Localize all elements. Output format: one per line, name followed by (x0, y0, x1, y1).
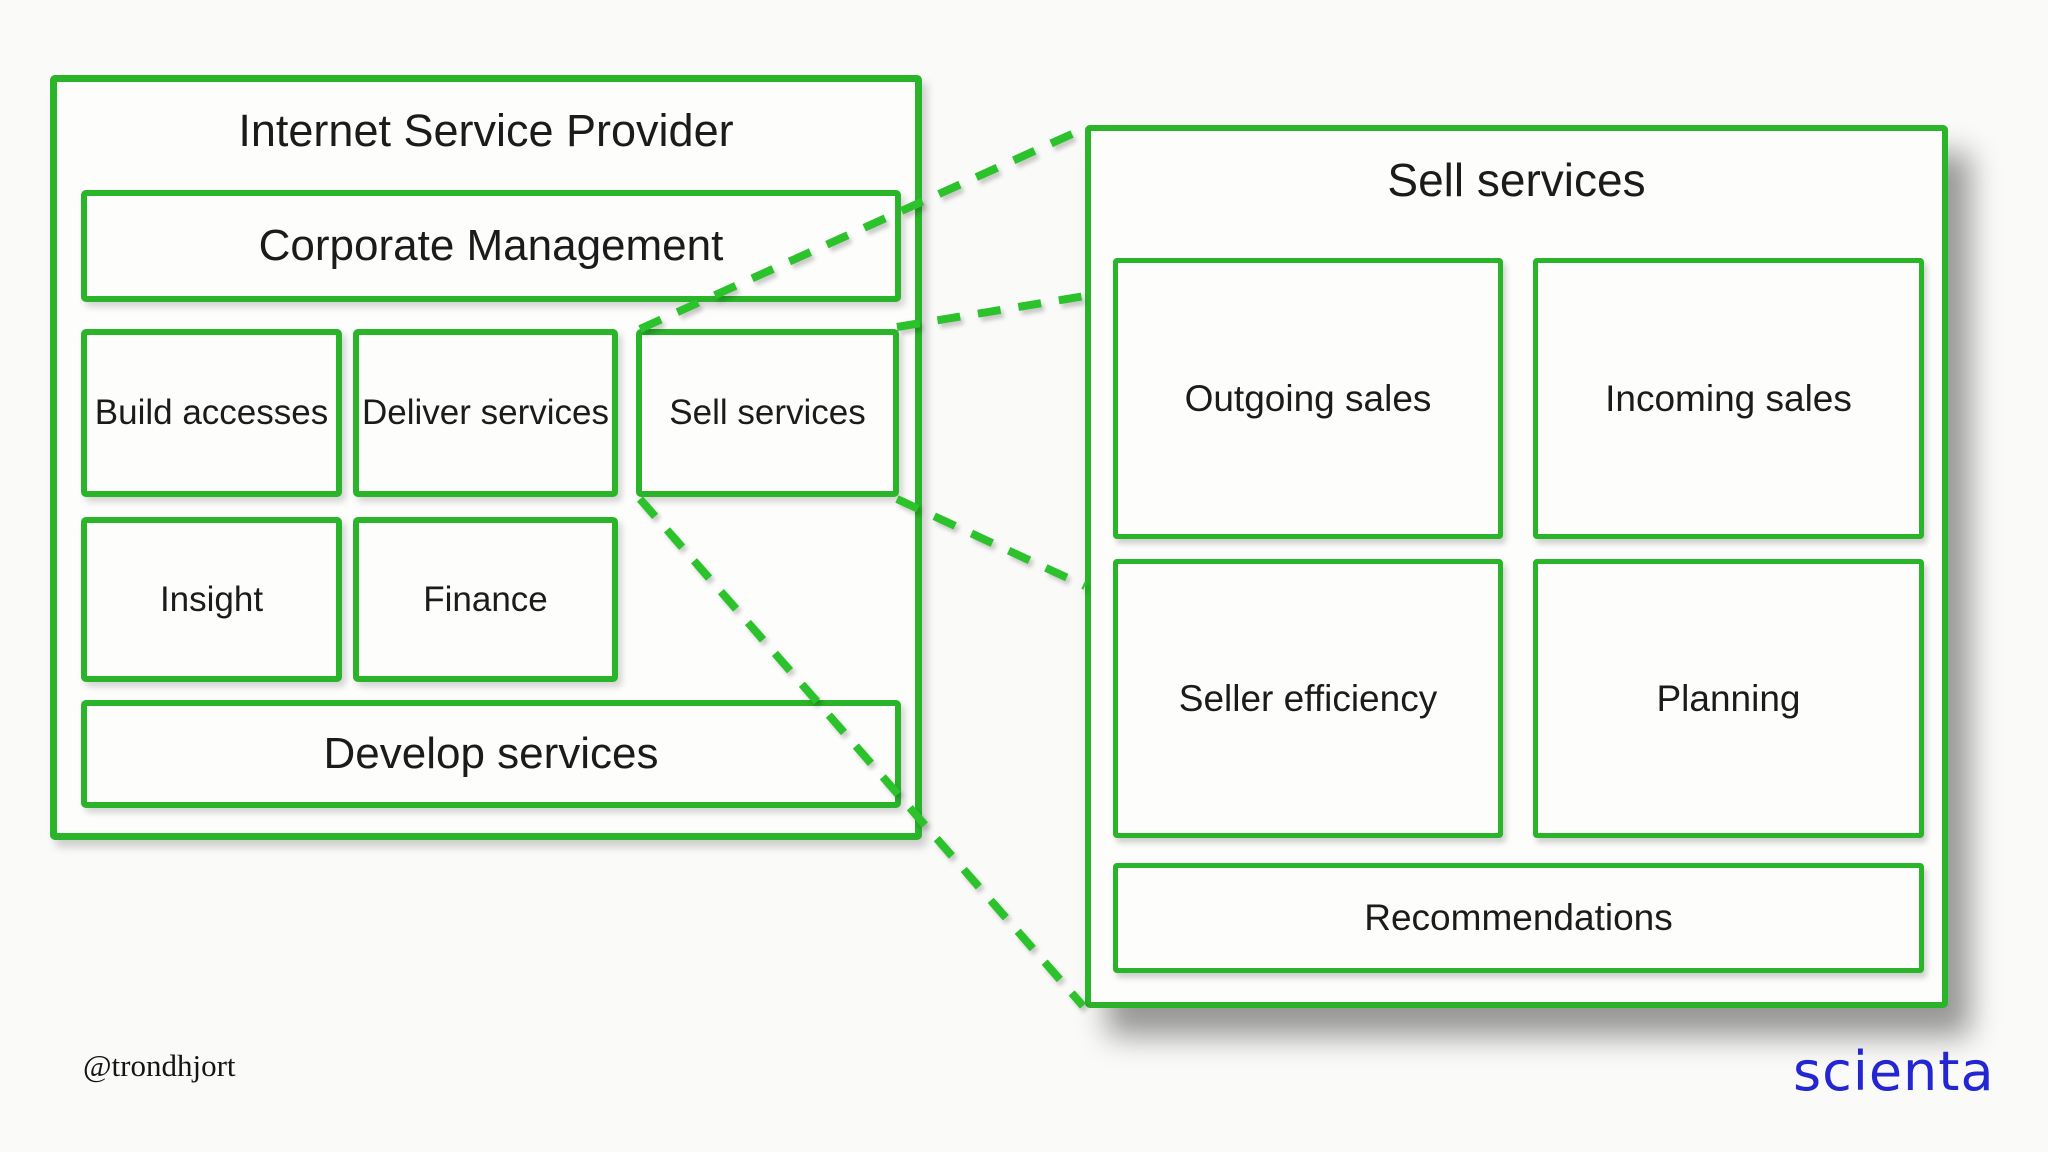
author-handle: @trondhjort (83, 1048, 236, 1083)
isp-panel-title: Internet Service Provider (238, 105, 734, 156)
scienta-logo: scienta (1793, 1040, 1995, 1103)
box-sell-services-small-label: Sell services (669, 393, 866, 432)
box-sell-services-small: Sell services (636, 329, 899, 497)
box-seller-efficiency-label: Seller efficiency (1178, 677, 1438, 719)
box-corporate-management-label: Corporate Management (258, 221, 724, 270)
box-develop-services: Develop services (81, 700, 901, 808)
box-corporate-management: Corporate Management (81, 190, 901, 302)
box-outgoing-sales-label: Outgoing sales (1184, 377, 1432, 419)
box-build-accesses-label: Build accesses (94, 393, 329, 433)
sell-services-detail-title: Sell services (1387, 154, 1646, 206)
box-recommendations: Recommendations (1113, 863, 1924, 973)
box-finance-label: Finance (423, 579, 548, 619)
box-insight: Insight (81, 517, 342, 682)
sell-services-detail-panel: Sell services Outgoing sales Incoming sa… (1085, 125, 1948, 1008)
box-incoming-sales-label: Incoming sales (1605, 377, 1852, 419)
box-outgoing-sales: Outgoing sales (1113, 258, 1503, 539)
box-finance: Finance (353, 517, 618, 682)
box-planning: Planning (1533, 559, 1924, 838)
box-seller-efficiency: Seller efficiency (1113, 559, 1503, 838)
box-build-accesses: Build accesses (81, 329, 342, 497)
box-incoming-sales: Incoming sales (1533, 258, 1924, 539)
box-planning-label: Planning (1656, 677, 1801, 719)
connector-line-lower-right (895, 495, 1087, 590)
box-deliver-services: Deliver services (353, 329, 618, 497)
box-deliver-services-label: Deliver services (362, 393, 609, 433)
box-insight-label: Insight (159, 579, 264, 619)
connector-line-upper-right (896, 292, 1086, 331)
box-develop-services-label: Develop services (323, 729, 659, 778)
box-recommendations-label: Recommendations (1364, 897, 1673, 938)
